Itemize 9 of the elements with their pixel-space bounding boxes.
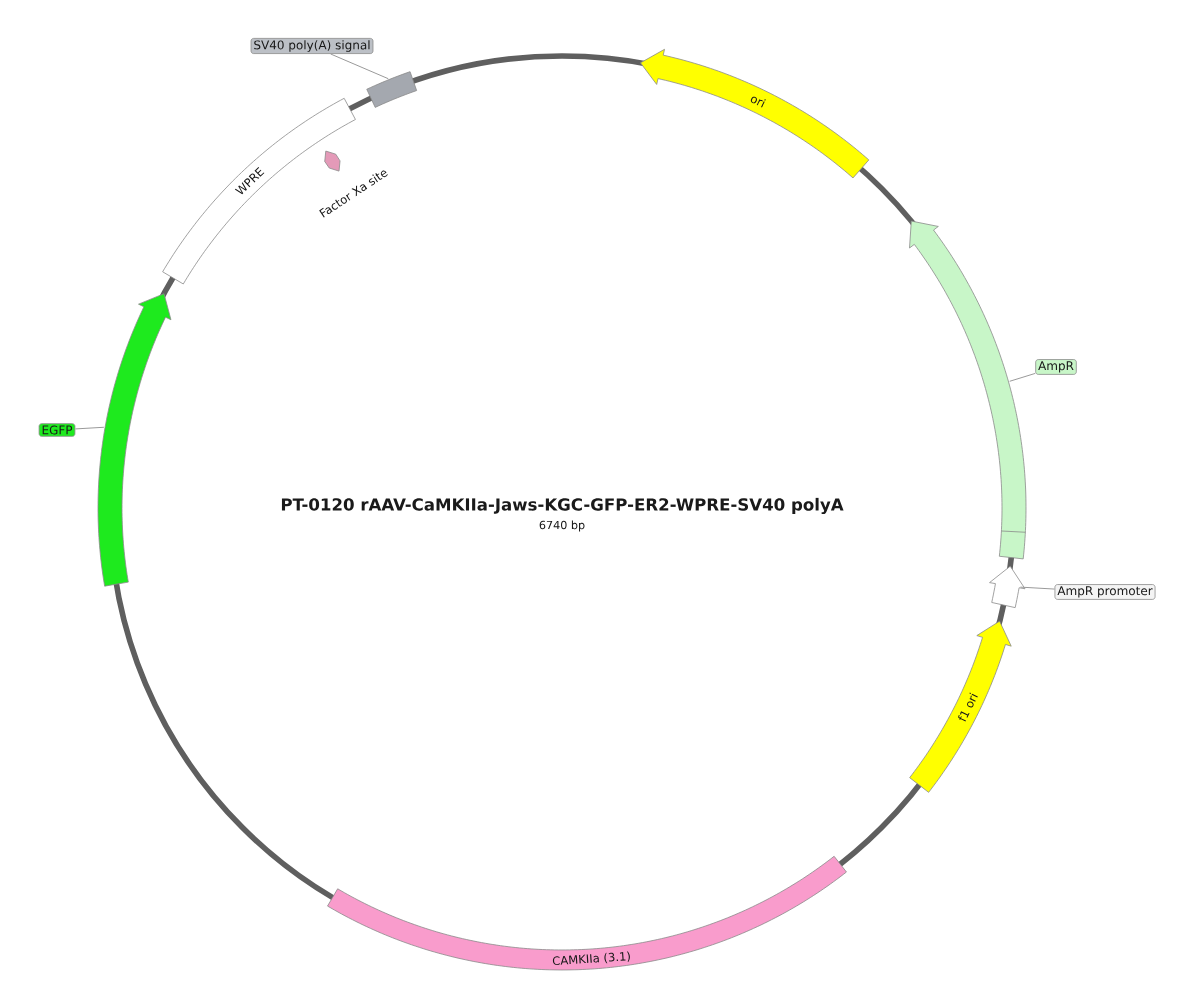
leader-line [1019, 586, 1056, 590]
leader-line [1009, 372, 1036, 382]
gene-feature [989, 565, 1026, 608]
leader-line [74, 426, 105, 430]
leader-line [330, 53, 389, 80]
gene-feature [909, 220, 1027, 560]
gene-feature [97, 293, 172, 587]
plasmid-name: PT-0120 rAAV-CaMKIIa-Jaws-KGC-GFP-ER2-WPRE-SV40 polyA [281, 497, 844, 515]
feature-segment [366, 71, 418, 108]
